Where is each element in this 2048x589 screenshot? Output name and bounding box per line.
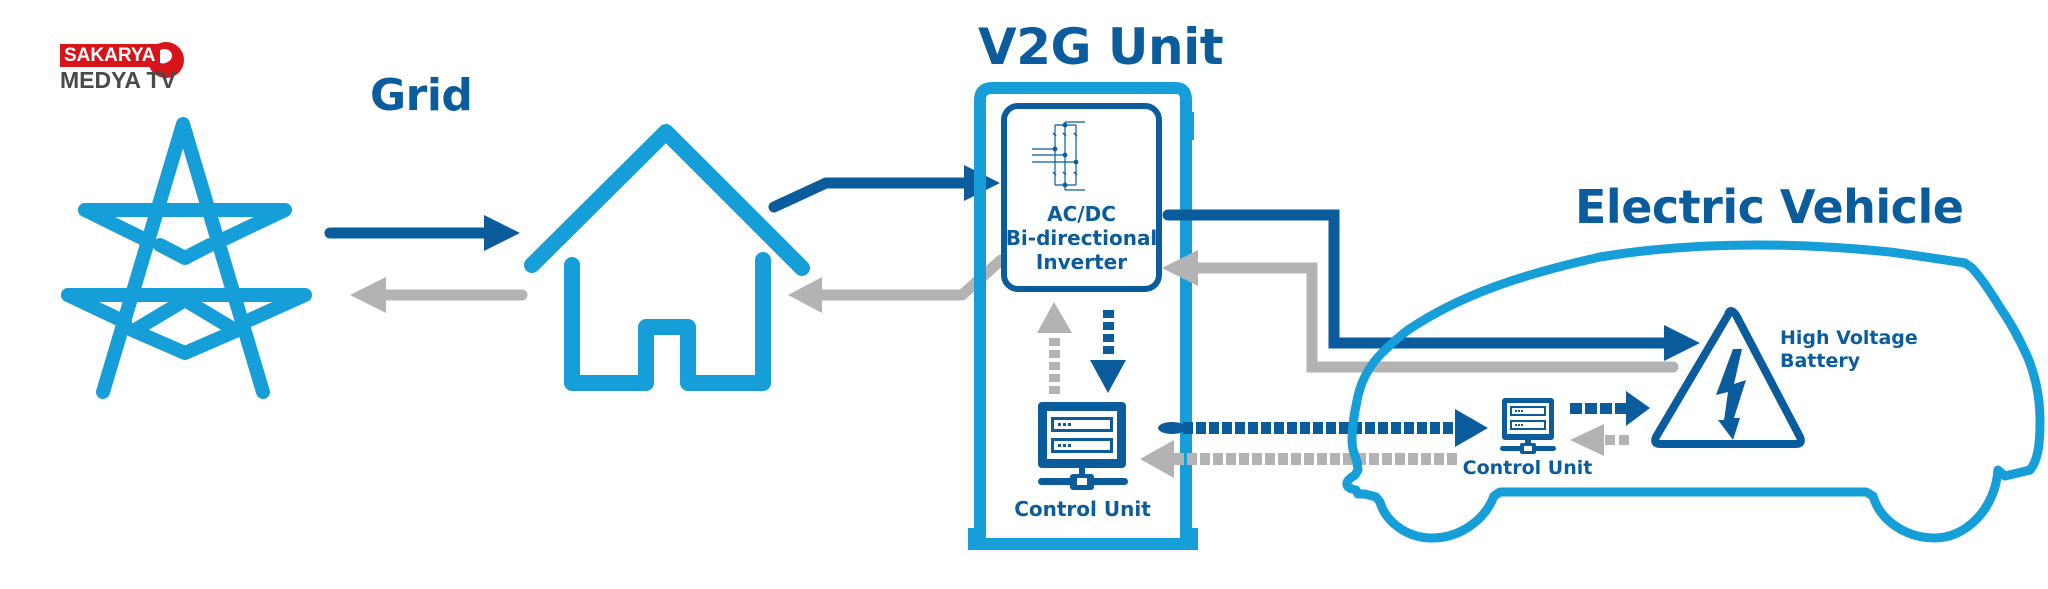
dash-segment: [1304, 453, 1314, 465]
dash-segment: [1326, 422, 1336, 434]
dash-segment: [1417, 422, 1427, 434]
dash-segment: [1265, 453, 1275, 465]
battery-to-ev-control-arrow: [1570, 424, 1629, 456]
dash-segment: [1356, 453, 1366, 465]
inverter-to-battery-arrow: [1162, 209, 1700, 361]
dash-segment: [1209, 422, 1219, 434]
server-monitor-icon: [1038, 402, 1128, 490]
dash-segment: [1408, 453, 1418, 465]
dash-segment: [1313, 422, 1323, 434]
dash-segment: [1239, 453, 1249, 465]
house-icon: [524, 124, 810, 391]
car-outline-icon: [1342, 240, 2045, 543]
ev-control-unit-label: Control Unit: [1462, 457, 1593, 479]
dash-segment: [1187, 453, 1197, 465]
electric-vehicle-title: Electric Vehicle: [1575, 180, 1964, 234]
dash-segment: [1365, 422, 1375, 434]
dash-segment: [1252, 453, 1262, 465]
inverter-to-home-arrow: [788, 254, 1007, 313]
dash-segment: [1274, 422, 1284, 434]
dash-segment: [1235, 422, 1245, 434]
dash-segment: [1447, 453, 1457, 465]
dash-segment: [1317, 453, 1327, 465]
inverter-box: [1001, 103, 1162, 292]
inverter-circuit-icon: [1032, 121, 1085, 191]
dash-segment: [1222, 422, 1232, 434]
sakarya-medya-logo: SAKARYA MEDYA TV: [60, 42, 190, 104]
ev-control-to-v2g-control-arrow: [1140, 440, 1457, 478]
dash-segment: [1404, 422, 1414, 434]
dash-segment: [1226, 453, 1236, 465]
dash-segment: [1248, 422, 1258, 434]
dash-segment: [1261, 422, 1271, 434]
control-to-inverter-arrow: [1037, 302, 1072, 394]
battery-label-line2: Battery: [1780, 350, 1861, 372]
battery-to-inverter-arrow: [1162, 250, 1679, 373]
dash-segment: [1174, 453, 1184, 465]
dash-segment: [1421, 453, 1431, 465]
power-tower-icon: [61, 117, 312, 399]
dash-segment: [1395, 453, 1405, 465]
v2g-unit-title: V2G Unit: [978, 18, 1224, 76]
v2g-control-unit-label: Control Unit: [1014, 497, 1151, 521]
dash-segment: [1200, 453, 1210, 465]
dash-segment: [1382, 453, 1392, 465]
home-to-inverter-arrow: [768, 165, 1000, 213]
dash-segment: [1278, 453, 1288, 465]
dash-segment: [1196, 422, 1206, 434]
dash-segment: [1343, 453, 1353, 465]
inverter-to-control-arrow: [1090, 310, 1126, 393]
dash-segment: [1291, 453, 1301, 465]
dash-segment: [1287, 422, 1297, 434]
battery-label: High Voltage Battery: [1780, 327, 1918, 373]
dash-segment: [1183, 422, 1193, 434]
dash-segment: [1391, 422, 1401, 434]
logo-line2: MEDYA TV: [60, 67, 176, 93]
inverter-label-line2: Bi-directional: [1005, 226, 1158, 250]
dash-segment: [1434, 453, 1444, 465]
dash-segment: [1378, 422, 1388, 434]
dash-segment: [1300, 422, 1310, 434]
dash-segment: [1213, 453, 1223, 465]
inverter-label-line3: Inverter: [1035, 250, 1128, 274]
battery-label-line1: High Voltage: [1780, 327, 1918, 349]
dash-segment: [1430, 422, 1440, 434]
high-voltage-warning-icon: [1651, 307, 1805, 448]
dash-segment: [1369, 453, 1379, 465]
home-to-grid-arrow: [350, 277, 528, 313]
logo-line1: SAKARYA: [60, 44, 160, 67]
ev-control-to-battery-arrow: [1570, 391, 1650, 426]
dash-segment: [1443, 422, 1453, 434]
dash-segment: [1339, 422, 1349, 434]
server-monitor-icon: [1500, 398, 1556, 454]
inverter-label-line1: AC/DC: [1047, 202, 1116, 226]
grid-to-home-arrow: [324, 215, 520, 251]
v2g-control-to-ev-control-arrow: [1158, 409, 1488, 447]
dash-segment: [1330, 453, 1340, 465]
inverter-label: AC/DC Bi-directional Inverter: [1004, 202, 1159, 274]
v2g-unit-housing: [968, 82, 1198, 550]
grid-title: Grid: [370, 70, 473, 121]
